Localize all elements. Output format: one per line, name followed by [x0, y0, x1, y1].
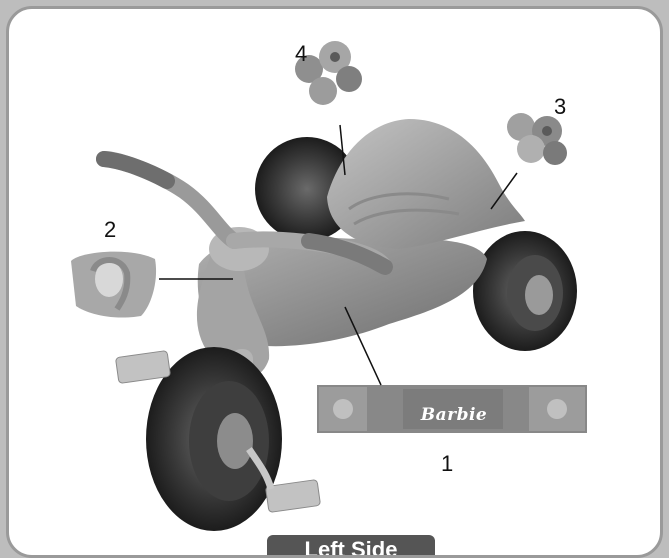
- rear-right-wheel: [473, 231, 577, 351]
- diagram-frame: 4 3 2 1 Barbie Left Side: [6, 6, 663, 558]
- decal-3-flowers: [507, 113, 567, 165]
- decal-2-portrait: [71, 252, 156, 318]
- callout-1: 1: [441, 453, 453, 475]
- tricycle-illustration: [9, 9, 663, 558]
- seat: [327, 119, 525, 249]
- callout-3: 3: [554, 96, 566, 118]
- callout-4: 4: [295, 43, 307, 65]
- callout-2: 2: [104, 219, 116, 241]
- right-pedal: [265, 480, 320, 513]
- left-pedal: [115, 351, 170, 384]
- banner-brand-text: Barbie: [409, 405, 499, 425]
